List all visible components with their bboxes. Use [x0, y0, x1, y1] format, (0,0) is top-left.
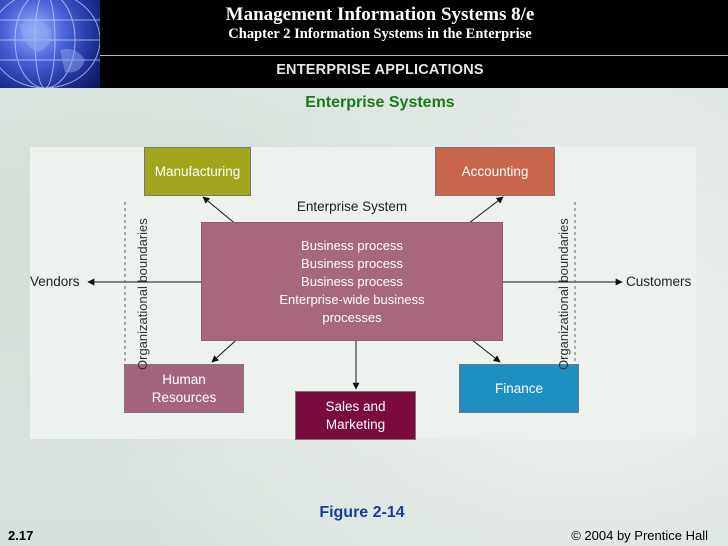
sales-marketing-label-line-2: Marketing	[325, 416, 386, 432]
page-title: Enterprise Systems	[305, 94, 455, 111]
process-line-1: Business process	[301, 238, 403, 253]
copyright-notice: © 2004 by Prentice Hall	[571, 528, 708, 543]
org-boundary-left-label: Organizational boundaries	[135, 218, 150, 370]
figure-caption: Figure 2-14	[319, 504, 405, 521]
enterprise-system-label: Enterprise System	[296, 199, 408, 214]
vendors-label: Vendors	[30, 274, 80, 289]
sales-marketing-box: Sales and Marketing	[295, 391, 416, 440]
header-title: Management Information Systems 8/e	[225, 4, 535, 25]
header-bar: Management Information Systems 8/e Chapt…	[0, 0, 728, 88]
section-title: ENTERPRISE APPLICATIONS	[276, 62, 484, 78]
human-resources-box: Human Resources	[124, 364, 244, 413]
globe-logo-icon	[0, 0, 100, 88]
process-line-2: Business process	[301, 256, 403, 271]
human-resources-label-line-2: Resources	[151, 389, 217, 405]
process-line-3: Business process	[301, 274, 403, 289]
header-divider	[100, 55, 728, 56]
enterprise-system-box	[201, 222, 503, 341]
human-resources-label-line-1: Human	[162, 371, 206, 387]
finance-box: Finance	[459, 364, 579, 413]
accounting-box: Accounting	[435, 147, 555, 196]
header-subtitle: Chapter 2 Information Systems in the Ent…	[228, 26, 532, 42]
sales-marketing-label-line-1: Sales and	[325, 398, 386, 414]
finance-label: Finance	[494, 380, 544, 396]
manufacturing-label: Manufacturing	[154, 163, 241, 179]
slide-number: 2.17	[8, 528, 34, 543]
accounting-label: Accounting	[461, 163, 529, 179]
manufacturing-box: Manufacturing	[144, 147, 251, 196]
org-boundary-right-label: Organizational boundaries	[556, 218, 571, 370]
process-line-5: processes	[322, 310, 382, 325]
customers-label: Customers	[626, 274, 692, 289]
process-line-4: Enterprise-wide business	[279, 292, 425, 307]
